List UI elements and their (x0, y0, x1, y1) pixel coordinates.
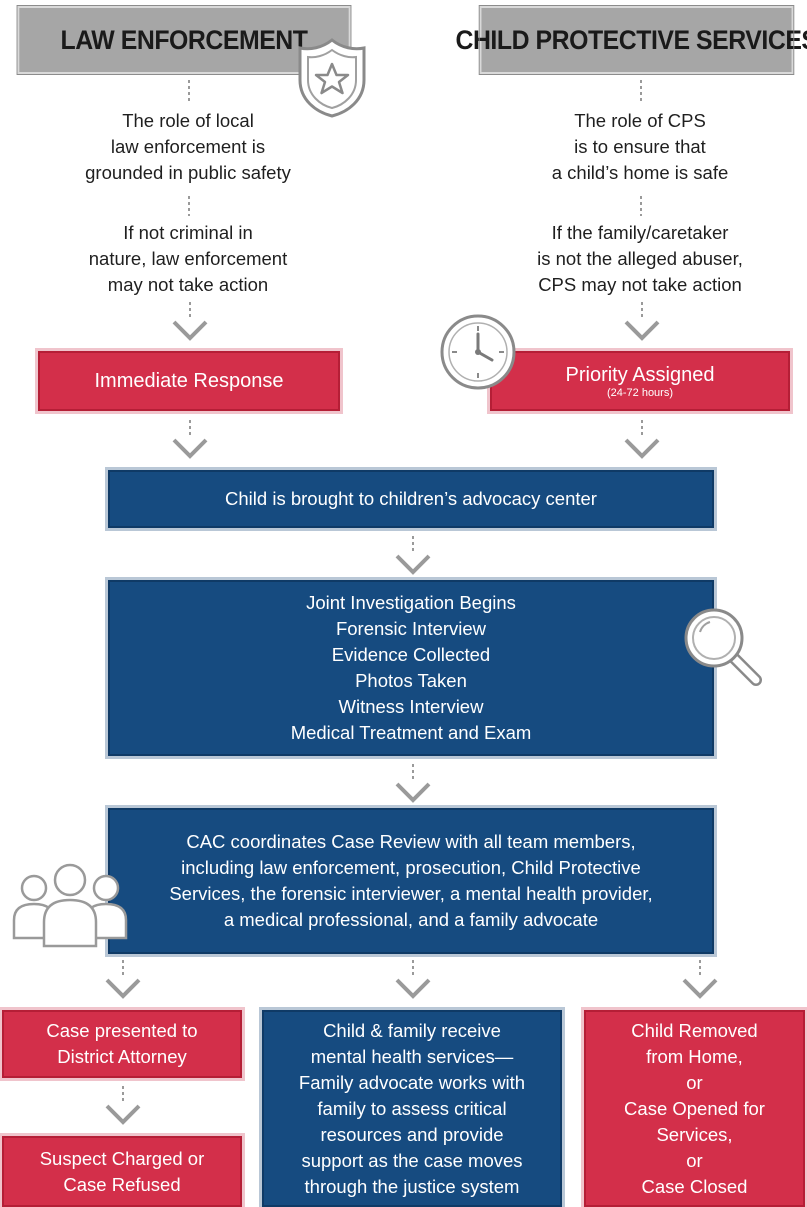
arrow-down-icon (622, 302, 662, 342)
arrow-down-icon (170, 420, 210, 460)
connector (188, 196, 190, 216)
family-services-text: Child & family receive mental health ser… (298, 1020, 526, 1197)
priority-assigned-box: Priority Assigned (24-72 hours) (490, 351, 790, 411)
advocacy-center-box: Child is brought to children’s advocacy … (108, 470, 714, 528)
arrow-down-icon (103, 1086, 143, 1126)
cps-header: CHILD PROTECTIVE SERVICES (455, 5, 807, 75)
arrow-down-icon (393, 536, 433, 576)
child-removed-text: Child Removed from Home, or Case Opened … (624, 1020, 765, 1197)
connector (640, 196, 642, 216)
arrow-down-icon (170, 302, 210, 342)
arrow-down-icon (103, 960, 143, 1000)
immediate-response-box: Immediate Response (38, 351, 340, 411)
clock-icon (438, 312, 518, 392)
law-enforcement-title: LAW ENFORCEMENT (60, 24, 308, 55)
cps-title: CHILD PROTECTIVE SERVICES (455, 24, 807, 55)
district-attorney-text: Case presented to District Attorney (46, 1020, 198, 1067)
cps-role-text: The role of CPS is to ensure that a chil… (551, 110, 729, 183)
connector (188, 80, 190, 102)
law-role-text: The role of local law enforcement is gro… (85, 110, 291, 183)
immediate-response-label: Immediate Response (94, 370, 284, 392)
case-review-text: CAC coordinates Case Review with all tea… (169, 831, 653, 930)
arrow-down-icon (680, 960, 720, 1000)
family-services-box: Child & family receive mental health ser… (262, 1010, 562, 1207)
advocacy-center-label: Child is brought to children’s advocacy … (225, 488, 597, 509)
joint-investigation-box: Joint Investigation Begins Forensic Inte… (108, 580, 714, 756)
case-review-box: CAC coordinates Case Review with all tea… (108, 808, 714, 954)
cps-condition-text: If the family/caretaker is not the alleg… (537, 222, 743, 295)
badge-icon (292, 36, 372, 120)
connector (640, 80, 642, 102)
suspect-charged-text: Suspect Charged or Case Refused (39, 1147, 205, 1195)
child-removed-box: Child Removed from Home, or Case Opened … (584, 1010, 805, 1207)
priority-hours-note: (24-72 hours) (606, 386, 674, 399)
suspect-charged-box: Suspect Charged or Case Refused (2, 1136, 242, 1207)
priority-assigned-label: Priority Assigned (565, 363, 715, 386)
arrow-down-icon (622, 420, 662, 460)
arrow-down-icon (393, 764, 433, 804)
law-condition-text: If not criminal in nature, law enforceme… (88, 222, 288, 295)
magnifier-icon (680, 604, 764, 688)
people-icon (10, 858, 130, 950)
district-attorney-box: Case presented to District Attorney (2, 1010, 242, 1078)
law-enforcement-header: LAW ENFORCEMENT (16, 5, 352, 75)
arrow-down-icon (393, 960, 433, 1000)
joint-investigation-text: Joint Investigation Begins Forensic Inte… (290, 592, 532, 743)
